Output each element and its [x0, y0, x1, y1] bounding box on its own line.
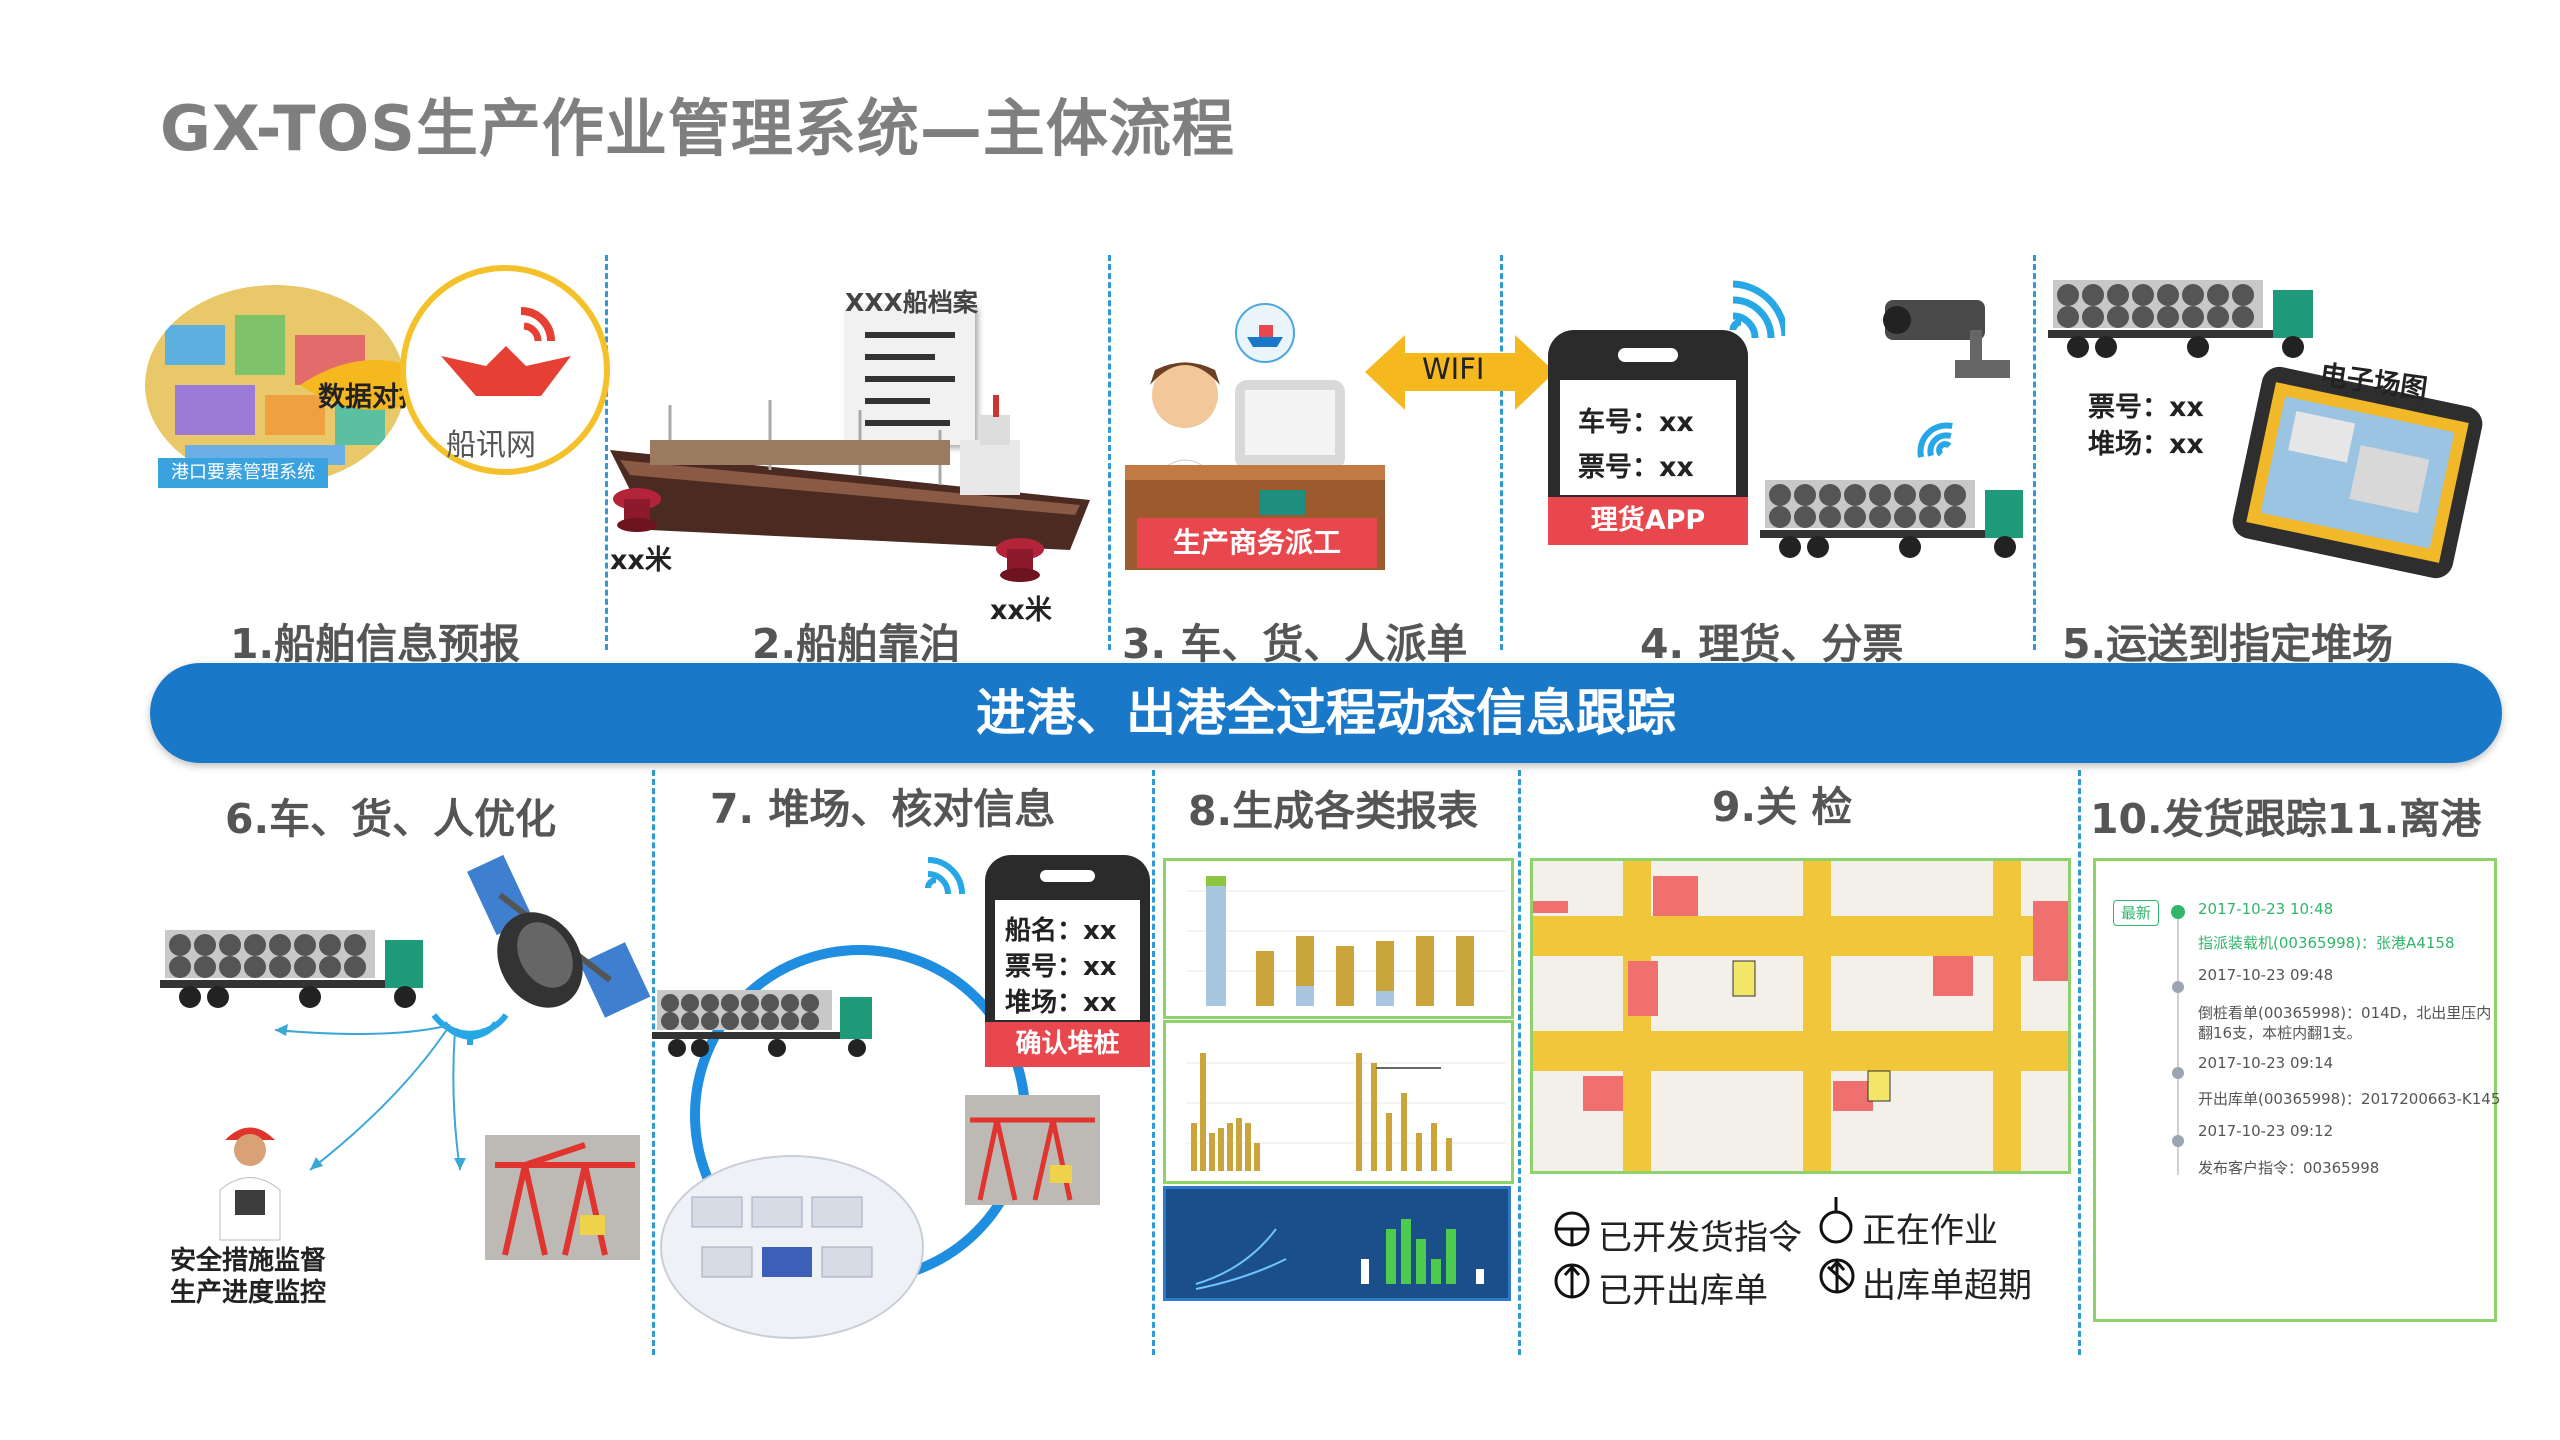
car-number: 车号：xx [1578, 407, 1694, 438]
phone-speaker [1040, 870, 1095, 882]
bollard-icon [612, 487, 662, 532]
timeline-dot-active [2171, 905, 2185, 919]
legend-overdue: 出库单超期 [1862, 1266, 2032, 1306]
step-2-label: 2.船舶靠泊 [752, 620, 961, 668]
divider [1152, 770, 1155, 1355]
step-6-label: 6.车、货、人优化 [225, 795, 557, 843]
truck-icon [652, 985, 874, 1065]
monitor-label-1: 安全措施监督 [170, 1246, 327, 1276]
divider [2078, 770, 2081, 1355]
distance-right: xx米 [990, 595, 1052, 626]
timeline-line [2177, 905, 2179, 1175]
event-text: 指派装载机(00365998)：张港A4158 [2198, 934, 2455, 952]
step-5-label: 5.运送到指定堆场 [2062, 620, 2394, 668]
truck-icon [160, 925, 425, 1015]
in-progress-icon [1818, 1197, 1854, 1245]
wifi-icon [922, 840, 977, 895]
ticket-number: 票号：xx [1005, 952, 1117, 982]
yard-map-icon [660, 1155, 924, 1339]
tracking-banner-text: 进港、出港全过程动态信息跟踪 [976, 684, 1676, 742]
tally-app-tag: 理货APP [1548, 497, 1748, 545]
divider [1518, 770, 1521, 1355]
port-system-label: 港口要素管理系统 [158, 458, 328, 488]
outbound-issued-icon [1553, 1262, 1591, 1300]
step-4-label: 4. 理货、分票 [1640, 620, 1904, 668]
phone-screen [1560, 380, 1736, 495]
cargo-ship-icon [610, 390, 1090, 560]
event-text: 翻16支，本桩内翻1支。 [2198, 1024, 2362, 1042]
step-8-label: 8.生成各类报表 [1188, 787, 1479, 835]
truck-icon [1760, 475, 2025, 565]
phone-screen [995, 900, 1140, 1020]
signal-lines-icon [270, 1020, 490, 1180]
dispatch-tag: 生产商务派工 [1137, 518, 1377, 568]
step-7-label: 7. 堆场、核对信息 [710, 785, 1056, 833]
crane-icon [485, 1135, 640, 1260]
ticket-number: 票号：xx [1578, 452, 1694, 483]
divider [1108, 255, 1111, 650]
doc-title: XXX船档案 [845, 288, 978, 317]
bollard-icon [995, 537, 1045, 582]
event-date: 2017-10-23 10:48 [2198, 900, 2334, 918]
shipxy-logo-icon [400, 265, 610, 475]
yard-number: 堆场：xx [1005, 988, 1117, 1018]
report-chart-3 [1163, 1186, 1511, 1301]
tablet-icon [2229, 364, 2485, 582]
yard-number: 堆场：xx [2088, 429, 2204, 460]
tracking-banner [150, 663, 2502, 763]
wifi-icon [1905, 410, 1957, 462]
step-3-label: 3. 车、货、人派单 [1122, 620, 1468, 668]
truck-icon [2048, 275, 2318, 365]
customs-yard-map [1530, 858, 2071, 1174]
worker-icon [205, 1115, 295, 1245]
monitor-label-2: 生产进度监控 [170, 1278, 327, 1308]
timeline-dot [2172, 981, 2184, 993]
event-text: 倒桩看单(00365998)：014D，北出里压内 [2198, 1004, 2492, 1022]
timeline-dot [2172, 1135, 2184, 1147]
timeline-dot [2172, 1067, 2184, 1079]
ship-badge-icon [1235, 303, 1295, 363]
brand-label: 船讯网 [446, 428, 536, 463]
event-text: 发布客户指令：00365998 [2198, 1159, 2380, 1177]
instruction-issued-icon [1553, 1210, 1591, 1248]
event-date: 2017-10-23 09:12 [2198, 1122, 2334, 1140]
ticket-number: 票号：xx [2088, 392, 2204, 423]
latest-badge: 最新 [2113, 900, 2159, 926]
legend-in-progress: 正在作业 [1862, 1211, 1998, 1251]
wifi-label: WIFI [1422, 352, 1485, 386]
crane-icon [965, 1095, 1100, 1205]
phone-speaker [1618, 348, 1678, 362]
divider [652, 770, 655, 1355]
divider [605, 255, 608, 650]
legend-outbound: 已开出库单 [1598, 1271, 1768, 1311]
wifi-icon [1725, 278, 1789, 339]
legend-issued: 已开发货指令 [1598, 1218, 1802, 1258]
event-text: 开出库单(00365998)：2017200663-K145 [2198, 1090, 2501, 1108]
step-1-label: 1.船舶信息预报 [230, 620, 521, 668]
tracking-timeline [2093, 858, 2497, 1322]
report-chart-1 [1163, 858, 1514, 1019]
camera-icon [1875, 285, 2025, 385]
distance-left: xx米 [610, 545, 672, 576]
event-date: 2017-10-23 09:14 [2198, 1054, 2334, 1072]
step-9-label: 9.关 检 [1712, 783, 1853, 831]
report-chart-2 [1163, 1020, 1514, 1184]
page-title: GX-TOS生产作业管理系统—主体流程 [160, 92, 1235, 165]
document-icon [845, 305, 975, 445]
divider [2033, 255, 2036, 650]
event-date: 2017-10-23 09:48 [2198, 966, 2334, 984]
outbound-overdue-icon [1818, 1257, 1856, 1295]
ship-name: 船名：xx [1005, 916, 1117, 946]
step-10-label: 10.发货跟踪11.离港 [2090, 795, 2482, 843]
satellite-icon [460, 850, 651, 1030]
confirm-pile-tag: 确认堆桩 [985, 1022, 1150, 1067]
divider [1500, 255, 1503, 650]
wifi-arrow-icon [1365, 335, 1555, 410]
